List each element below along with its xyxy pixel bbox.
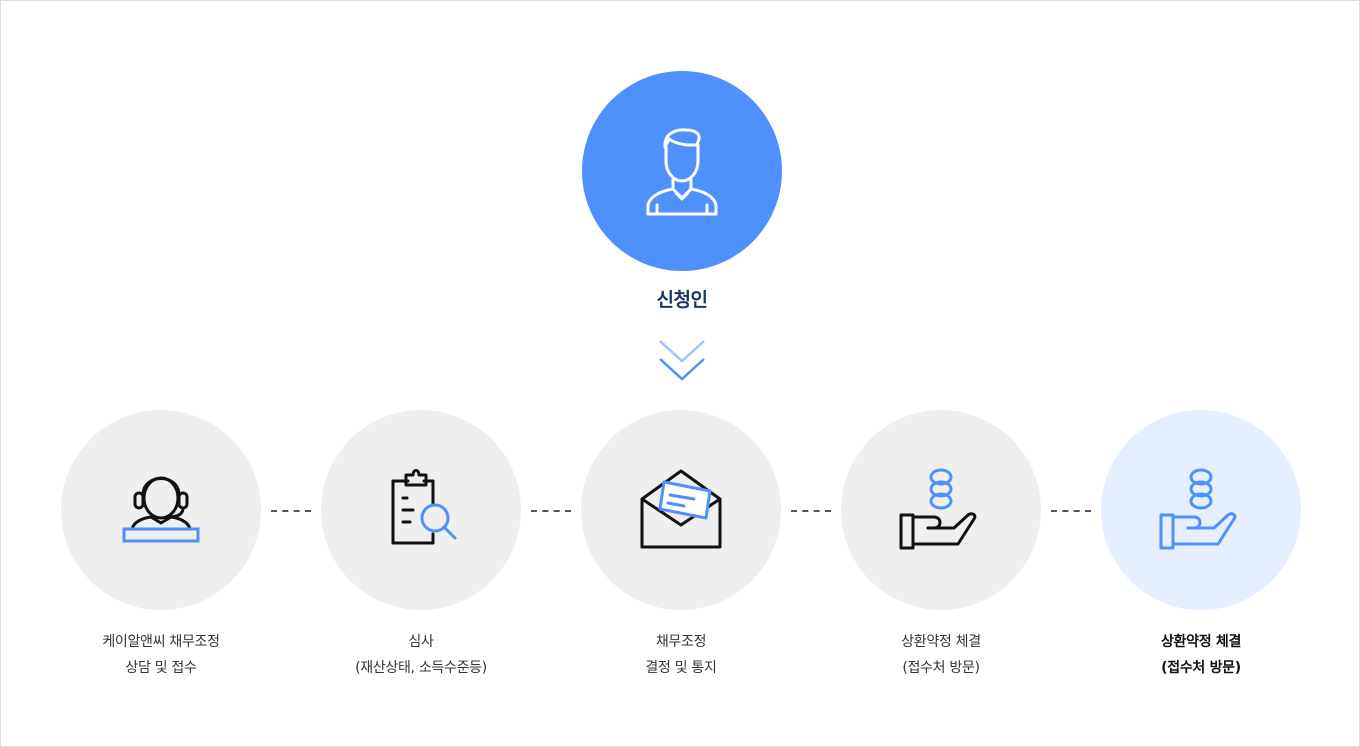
step-label-line2: (접수처 방문) [902, 660, 980, 676]
hand-coins-icon [1159, 468, 1237, 550]
step-label-line2: 결정 및 통지 [645, 660, 717, 676]
connector-line [1051, 510, 1091, 512]
step-label: 채무조정 결정 및 통지 [561, 629, 801, 681]
step-label-line1: 상환약정 체결 [901, 634, 981, 650]
step-label: 케이알앤씨 채무조정 상담 및 접수 [41, 629, 281, 681]
applicant-circle [582, 71, 782, 271]
step-decision [581, 410, 781, 610]
step-label-line1: 심사 [408, 634, 434, 650]
step-agreement [841, 410, 1041, 610]
step-label-line1: 상환약정 체결 [1160, 634, 1242, 650]
step-label-highlight: 상환약정 체결 (접수처 방문) [1081, 629, 1321, 681]
connector-line [531, 510, 571, 512]
step-label-line2: (접수처 방문) [1161, 660, 1241, 676]
connector-line [271, 510, 311, 512]
person-icon [646, 128, 718, 216]
step-label-line1: 케이알앤씨 채무조정 [102, 634, 220, 650]
step-label-line2: 상담 및 접수 [125, 660, 197, 676]
hand-coins-icon [899, 468, 977, 550]
step-agreement-highlight [1101, 410, 1301, 610]
chevron-down-icon [659, 340, 705, 381]
step-label: 심사 (재산상태, 소득수준등) [301, 629, 541, 681]
step-label-line2: (재산상태, 소득수준등) [355, 660, 487, 676]
headset-agent-icon [122, 476, 200, 543]
applicant-label: 신청인 [656, 289, 708, 311]
connector-line [791, 510, 831, 512]
step-consultation [61, 410, 261, 610]
step-review [321, 410, 521, 610]
step-label: 상환약정 체결 (접수처 방문) [821, 629, 1061, 681]
clipboard-search-icon [391, 469, 457, 545]
envelope-letter-icon [640, 469, 722, 549]
step-label-line1: 채무조정 [655, 634, 707, 650]
